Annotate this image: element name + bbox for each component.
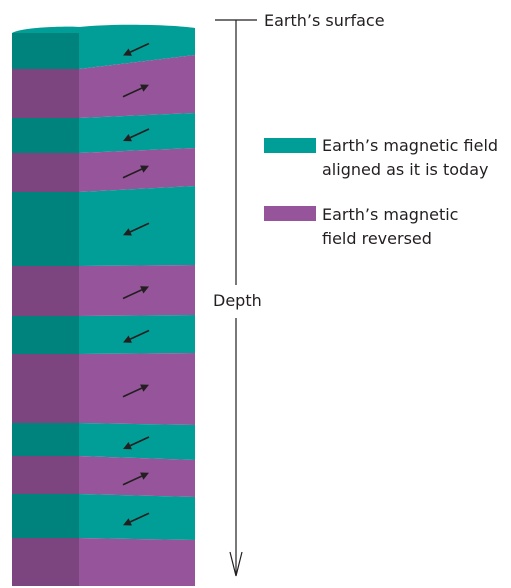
- depth-label: Depth: [213, 291, 262, 310]
- layer-normal: [79, 315, 195, 354]
- field-arrowhead-icon: [123, 442, 132, 450]
- field-arrow-icon: [129, 128, 150, 139]
- field-arrow-icon: [129, 512, 150, 523]
- layer-side-face: [12, 494, 79, 538]
- legend-swatch-normal: [264, 138, 316, 153]
- field-arrowhead-icon: [123, 228, 132, 236]
- legend-reversed-line-1: Earth’s magnetic: [322, 205, 458, 224]
- field-arrowhead-icon: [123, 518, 132, 526]
- field-arrow-icon: [122, 168, 143, 179]
- layer-side-face: [12, 33, 79, 69]
- field-arrowhead-icon: [123, 48, 132, 56]
- legend-reversed-line-2: field reversed: [322, 229, 432, 248]
- layer-side-face: [12, 423, 79, 456]
- layer-side-face: [12, 153, 79, 192]
- field-arrow-icon: [129, 436, 150, 447]
- layer-side-face: [12, 316, 79, 354]
- layer-reversed: [79, 148, 195, 192]
- field-arrow-icon: [122, 387, 143, 398]
- layer-side-face: [12, 354, 79, 423]
- layer-side-face: [12, 456, 79, 494]
- layer-normal: [79, 423, 195, 460]
- layer-normal: [79, 113, 195, 153]
- layer-reversed: [79, 538, 195, 586]
- field-arrowhead-icon: [140, 472, 149, 480]
- field-arrowhead-icon: [123, 134, 132, 142]
- layer-normal: [79, 494, 195, 540]
- layer-side-face: [12, 118, 79, 153]
- layer-side-face: [12, 192, 79, 266]
- field-arrowhead-icon: [123, 335, 132, 343]
- layer-side-face: [12, 69, 79, 118]
- legend-swatch-reversed: [264, 206, 316, 221]
- field-arrow-icon: [122, 87, 143, 98]
- layer-side-face: [12, 266, 79, 316]
- legend-normal-line-2: aligned as it is today: [322, 160, 488, 179]
- field-arrowhead-icon: [140, 286, 149, 294]
- depth-axis-arrowhead: [229, 551, 243, 577]
- surface-label: Earth’s surface: [264, 11, 385, 30]
- field-arrow-icon: [129, 42, 150, 53]
- field-arrow-icon: [122, 289, 143, 300]
- field-arrowhead-icon: [140, 384, 149, 392]
- layer-normal: [79, 186, 195, 266]
- layer-side-face: [12, 538, 79, 586]
- field-arrow-icon: [129, 329, 150, 340]
- field-arrow-icon: [129, 222, 150, 233]
- surface-cap: [12, 24, 195, 33]
- layer-reversed: [79, 456, 195, 497]
- layer-reversed: [79, 55, 195, 118]
- rock-column: [12, 24, 195, 586]
- layer-normal: [79, 33, 195, 69]
- layer-reversed: [79, 265, 195, 316]
- field-arrowhead-icon: [140, 84, 149, 92]
- legend: Earth’s magnetic field aligned as it is …: [264, 136, 498, 248]
- layer-reversed: [79, 353, 195, 425]
- field-arrowhead-icon: [140, 165, 149, 173]
- field-arrow-icon: [122, 475, 143, 486]
- legend-normal-line-1: Earth’s magnetic field: [322, 136, 498, 155]
